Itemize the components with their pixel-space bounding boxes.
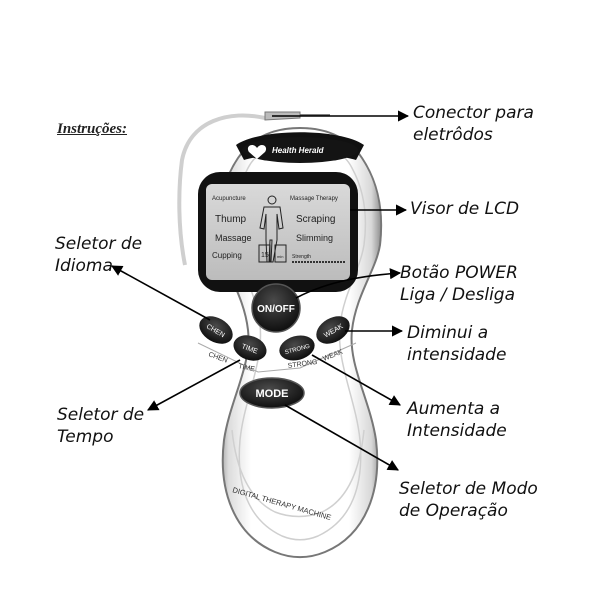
decrease-label-line: intensidade	[407, 345, 507, 365]
decrease-label-line: Diminui a	[407, 323, 489, 343]
increase-label: Aumenta a Intensidade	[407, 398, 507, 442]
cable	[177, 113, 266, 266]
power-label: Botão POWER Liga / Desliga	[400, 262, 518, 306]
mode-callout-line	[284, 404, 399, 471]
lcd-modes-left: Acupuncture Thump Massage Cupping	[212, 196, 252, 260]
increase-callout-line	[311, 354, 401, 406]
lcd-mode-left: Cupping	[212, 251, 242, 260]
lcd-mode-left: Massage	[215, 233, 252, 243]
mode-label: Seletor de Modo de Operação	[399, 478, 538, 522]
language-callout-line	[111, 265, 211, 321]
lcd-label-line: Visor de LCD	[410, 199, 520, 219]
time-callout-line	[147, 359, 241, 411]
power-button-label: ON/OFF	[257, 304, 295, 315]
increase-label-line: Aumenta a	[407, 399, 501, 419]
time-button[interactable]: TIME	[230, 331, 270, 365]
strong-sublabel: STRONG	[287, 359, 318, 370]
lcd-mode-right: Strength	[292, 254, 311, 260]
chen-sublabel: CHEN	[207, 351, 228, 364]
lcd-screen	[206, 184, 350, 280]
connector-label-line: Conector para	[413, 103, 534, 123]
lcd-mode-left: Thump	[215, 214, 247, 225]
brand-name: Health Herald	[272, 146, 325, 155]
power-callout-line	[295, 268, 402, 299]
power-button[interactable]	[251, 283, 301, 333]
instructions-title: Instruções:	[57, 121, 128, 137]
power-label-line: Liga / Desliga	[400, 285, 515, 305]
lcd-mode-right: Slimming	[296, 233, 333, 243]
mode-label-line: de Operação	[399, 501, 508, 521]
lcd-mode-right: Scraping	[296, 214, 335, 225]
body-figure-icon	[259, 195, 284, 263]
callout-lines	[111, 110, 410, 471]
language-label: Seletor de Idioma	[55, 233, 142, 277]
time-sublabel: TIME	[238, 363, 256, 373]
connector-label-line: eletrôdos	[413, 125, 493, 145]
time-label-line: Seletor de	[57, 405, 145, 425]
chen-button[interactable]: CHEN	[194, 311, 237, 350]
lcd-time-value: 15	[261, 252, 269, 259]
lcd-mode-right: Massage Therapy	[290, 196, 338, 202]
lcd-time-box	[258, 244, 271, 263]
decrease-label: Diminui a intensidade	[407, 322, 506, 366]
mode-button[interactable]	[239, 377, 305, 409]
lcd-time-unit: min	[277, 254, 283, 259]
lcd-label: Visor de LCD	[410, 198, 519, 220]
time-label-line: Tempo	[57, 427, 114, 447]
heart-logo-icon	[247, 145, 267, 159]
language-label-line: Idioma	[55, 256, 113, 276]
increase-label-line: Intensidade	[407, 421, 507, 441]
mode-button-label: MODE	[256, 388, 289, 400]
connector-label: Conector para eletrôdos	[413, 102, 534, 146]
mode-label-line: Seletor de Modo	[399, 479, 538, 499]
lcd-modes-right: Massage Therapy Scraping Slimming Streng…	[290, 196, 338, 260]
lcd-mode-left: Acupuncture	[212, 196, 246, 202]
language-label-line: Seletor de	[55, 234, 143, 254]
strong-button[interactable]: STRONG	[277, 332, 318, 364]
weak-button[interactable]: WEAK	[311, 311, 354, 350]
lcd-strength-box	[274, 244, 287, 263]
time-label: Seletor de Tempo	[57, 404, 144, 448]
power-label-line: Botão POWER	[400, 263, 518, 283]
